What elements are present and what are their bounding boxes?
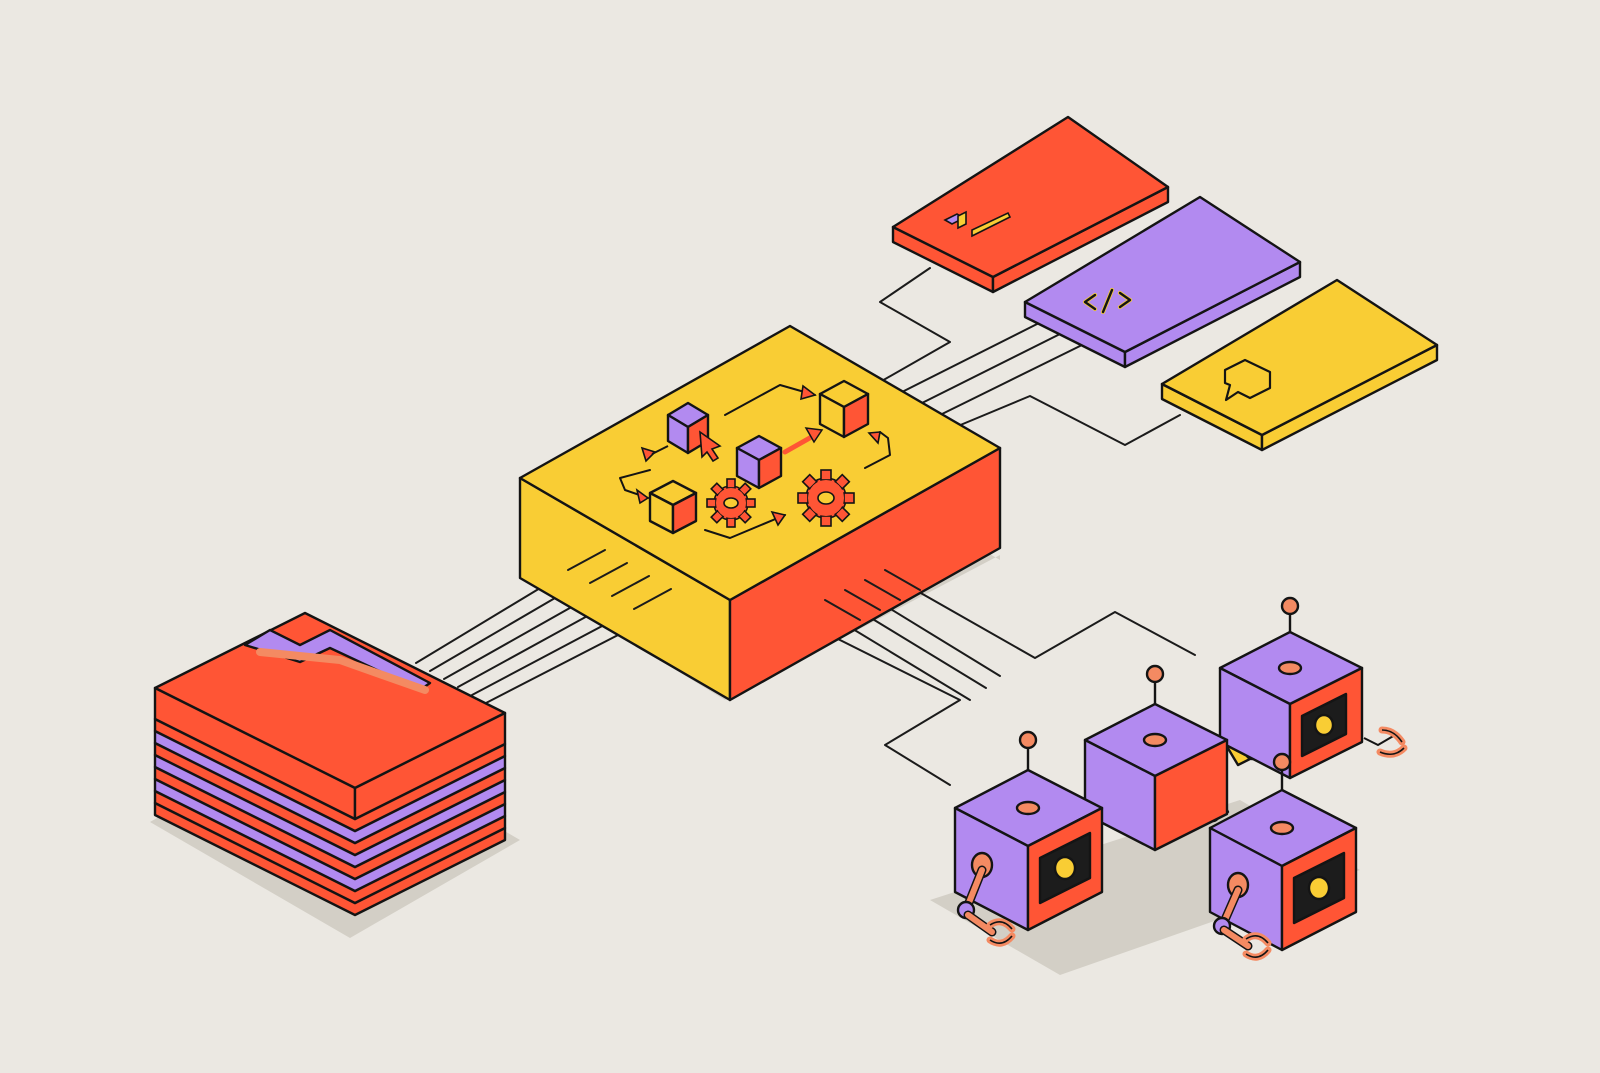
panel-chat	[1160, 278, 1439, 452]
cursor-icon	[699, 430, 722, 463]
arrow-icon	[782, 427, 824, 455]
robot-arm	[1212, 871, 1272, 961]
arrow-icon	[619, 469, 651, 499]
chat-bubble-icon	[1223, 358, 1272, 402]
robot-cube-icon	[953, 730, 1104, 947]
bar-chart-icon	[943, 210, 1012, 238]
processor-vents-right	[824, 569, 921, 621]
panel-analytics	[891, 115, 1170, 294]
connector-wires	[415, 267, 1196, 786]
output-panels	[891, 115, 1439, 452]
arrow-icon	[704, 514, 786, 539]
robot-agents	[953, 596, 1408, 961]
arrow-icon	[864, 431, 891, 469]
cube-icon	[735, 434, 783, 490]
robot-gripper	[1363, 726, 1408, 758]
arrow-icon	[867, 431, 881, 445]
code-brackets-icon	[1083, 288, 1132, 314]
processor-panel-wires	[879, 267, 1181, 446]
panel-code	[1023, 195, 1302, 369]
robot-cube-icon	[1208, 752, 1358, 961]
gear-icon	[797, 469, 855, 527]
arrow-heads	[635, 384, 881, 527]
arrow-icon	[640, 446, 657, 463]
arrow-icon	[770, 510, 787, 527]
cube-icon	[666, 401, 710, 455]
document-stack	[153, 611, 507, 917]
arrow-icon	[800, 384, 817, 401]
robot-cube-icon	[1218, 596, 1408, 780]
doc-side-right	[353, 711, 507, 821]
cube-icon	[648, 479, 698, 535]
gear-icon	[706, 478, 756, 528]
processor-vents-left	[567, 549, 672, 610]
central-processor-box	[518, 324, 1002, 702]
arrow-icon	[635, 488, 650, 505]
robot-cube-icon	[1083, 664, 1229, 852]
doc-highlight	[256, 648, 429, 694]
cube-icon	[818, 379, 870, 439]
robot-arm	[956, 851, 1016, 947]
workflow-graphic	[619, 379, 891, 539]
